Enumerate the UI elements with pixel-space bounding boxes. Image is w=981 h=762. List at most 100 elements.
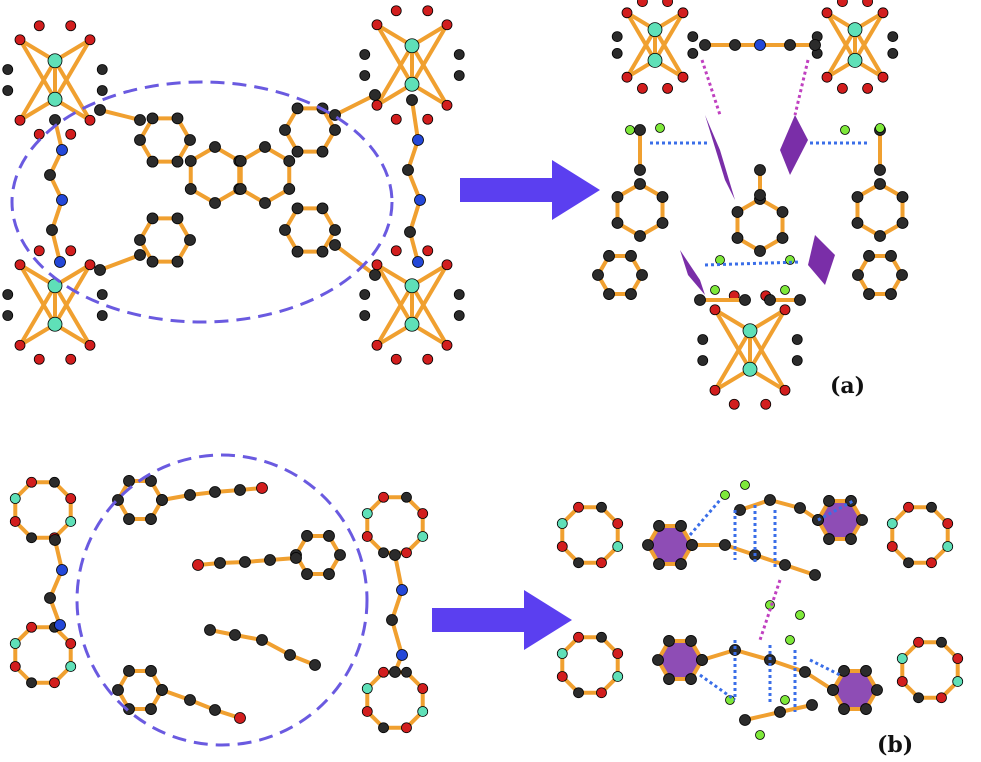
atom xyxy=(760,398,772,410)
bond xyxy=(653,27,685,80)
bond xyxy=(713,328,752,393)
atom xyxy=(675,558,687,570)
contact-line xyxy=(688,499,722,536)
atom xyxy=(234,155,247,167)
bond xyxy=(713,307,752,372)
atom xyxy=(33,353,45,365)
atom xyxy=(875,123,885,133)
atom xyxy=(860,665,872,677)
bond xyxy=(53,58,92,123)
atom xyxy=(14,34,26,46)
atom xyxy=(56,564,68,576)
atom xyxy=(359,310,371,321)
atom xyxy=(709,304,721,316)
bond xyxy=(625,27,657,80)
atom xyxy=(378,491,389,503)
atom xyxy=(709,384,721,396)
atom xyxy=(806,699,818,711)
atom xyxy=(112,684,124,696)
atom xyxy=(422,353,434,365)
atom xyxy=(134,114,146,126)
atom xyxy=(290,552,302,564)
atom xyxy=(96,64,108,75)
atom xyxy=(26,677,37,689)
atom xyxy=(65,516,77,527)
atom xyxy=(556,671,568,682)
atom xyxy=(642,539,654,551)
metal-atom xyxy=(47,91,63,107)
atom xyxy=(94,104,106,116)
bond xyxy=(375,262,414,327)
atom xyxy=(896,676,908,687)
metal-atom xyxy=(47,316,63,332)
atom xyxy=(26,532,37,544)
atom xyxy=(264,554,276,566)
atom xyxy=(776,232,789,244)
atom xyxy=(371,259,383,271)
atom xyxy=(851,191,864,203)
bond xyxy=(410,262,449,327)
panel-a xyxy=(2,0,909,410)
atom xyxy=(573,631,584,643)
atom xyxy=(9,638,21,649)
atom xyxy=(611,48,623,59)
atom xyxy=(823,495,835,507)
atom xyxy=(612,648,624,659)
atom xyxy=(634,164,646,176)
bond xyxy=(653,10,685,63)
atom xyxy=(634,230,646,242)
bond xyxy=(410,43,449,108)
atom xyxy=(417,683,429,694)
atom xyxy=(625,125,635,135)
bond xyxy=(390,618,404,657)
atom xyxy=(65,245,77,257)
metal-atom xyxy=(47,53,63,69)
atom xyxy=(417,531,429,542)
atom xyxy=(453,310,465,321)
metal-atom xyxy=(847,22,863,38)
aromatic-ring-fill xyxy=(833,670,877,710)
contact-line xyxy=(817,498,856,522)
atom xyxy=(33,245,45,257)
atom xyxy=(776,206,789,218)
atom xyxy=(422,245,434,257)
aromatic-ring-fill xyxy=(818,500,862,540)
atom xyxy=(417,706,429,717)
atom xyxy=(49,114,61,126)
atom xyxy=(171,212,184,225)
atom xyxy=(123,665,135,677)
atom xyxy=(54,619,66,631)
atom xyxy=(334,549,346,561)
atom xyxy=(9,493,21,504)
atom xyxy=(396,584,408,596)
atom xyxy=(845,533,857,545)
bond xyxy=(375,22,414,87)
atom xyxy=(259,197,271,209)
atom xyxy=(663,673,675,685)
atom xyxy=(687,48,699,59)
atom xyxy=(329,224,341,236)
contact-line xyxy=(704,260,801,267)
atom xyxy=(283,183,296,195)
atom xyxy=(791,355,803,366)
atom xyxy=(386,614,398,626)
atom xyxy=(809,569,821,581)
atom xyxy=(936,692,947,704)
atom xyxy=(371,19,383,31)
atom xyxy=(146,112,159,125)
atom xyxy=(390,245,402,257)
atom xyxy=(755,730,765,740)
atom xyxy=(156,494,168,506)
metal-atom xyxy=(647,53,663,68)
dashed-ellipse xyxy=(75,453,369,747)
atom xyxy=(361,706,373,717)
atom xyxy=(33,20,45,32)
atom xyxy=(856,514,868,526)
atom xyxy=(390,5,402,17)
atom xyxy=(821,7,833,19)
atom xyxy=(592,269,604,281)
atom xyxy=(359,49,371,60)
atom xyxy=(685,635,697,647)
atom xyxy=(596,557,607,569)
atom xyxy=(33,128,45,140)
